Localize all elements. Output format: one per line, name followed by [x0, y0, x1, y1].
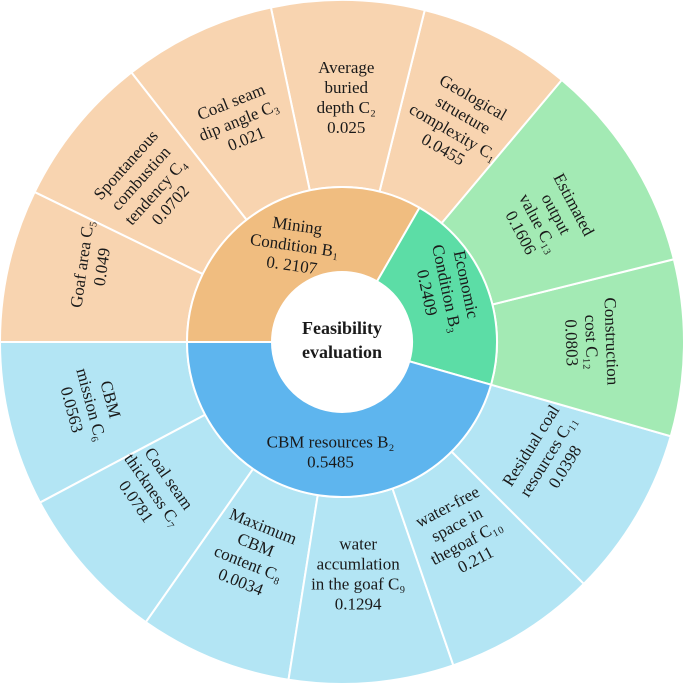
- indicator-label-c9-text: water: [339, 534, 377, 553]
- center-circle: [272, 272, 412, 412]
- indicator-label-c2-text: buried: [325, 78, 369, 97]
- indicator-label-c2-weight: 0.025: [327, 118, 365, 137]
- indicator-label-c9-text: in the goaf C₉: [311, 574, 405, 593]
- indicator-label-c12-text: cost C₁₂: [581, 314, 602, 369]
- criteria-label-cbm: CBM resources B₂0.5485: [267, 432, 395, 471]
- indicator-label-c12-text: Construction: [600, 297, 622, 386]
- criteria-label-cbm-text: CBM resources B₂: [267, 432, 395, 451]
- center-title-line-1: Feasibility: [302, 318, 382, 338]
- indicator-label-c5: Goaf area C₅0.049: [67, 219, 114, 309]
- indicator-label-c2-text: depth C₂: [317, 98, 376, 117]
- indicator-label-c2-text: Average: [318, 58, 374, 77]
- center-title-line-2: evaluation: [302, 342, 382, 362]
- criteria-ring: [185, 186, 498, 498]
- indicator-label-c9-weight: 0.1294: [335, 594, 382, 613]
- indicator-label-c12-weight: 0.0803: [561, 319, 582, 366]
- criteria-segment-mining: [185, 186, 421, 343]
- indicator-label-c9-text: accumlation: [317, 554, 401, 573]
- criteria-label-cbm-weight: 0.5485: [307, 452, 354, 471]
